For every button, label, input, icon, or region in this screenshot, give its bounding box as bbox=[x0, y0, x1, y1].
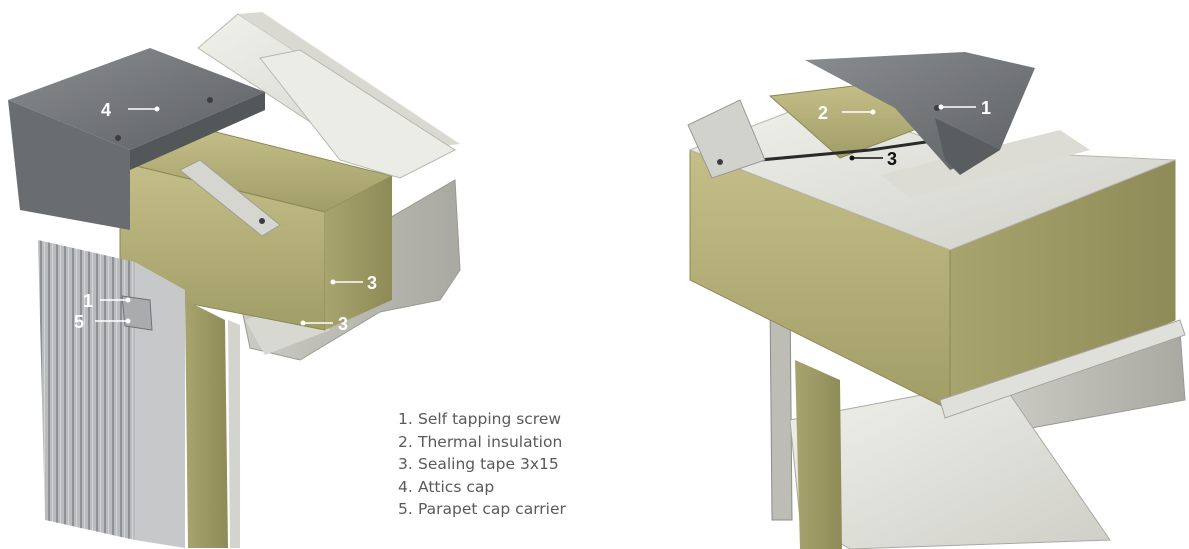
right-sealing-tape bbox=[759, 138, 941, 162]
left-panel-facing bbox=[259, 49, 457, 179]
right-attics-cap-flap bbox=[935, 118, 1000, 175]
legend-item-number: 3. bbox=[398, 455, 413, 474]
callout-left-1: 1 bbox=[83, 291, 93, 311]
legend-item-1: 1. Self tapping screw bbox=[398, 408, 566, 431]
left-wall-insulation bbox=[185, 300, 228, 548]
screw-left-1 bbox=[207, 97, 213, 103]
leader-dot-r2 bbox=[870, 109, 876, 115]
legend-item-4: 4. Attics cap bbox=[398, 476, 566, 499]
left-insulation-side bbox=[325, 176, 392, 330]
left-attics-cap-top bbox=[8, 48, 265, 150]
right-leaders bbox=[842, 104, 976, 161]
left-wall-panel-front bbox=[38, 240, 135, 540]
callout-right-3: 3 bbox=[887, 149, 897, 169]
callout-right-1: 1 bbox=[981, 98, 991, 118]
right-panel-rib bbox=[880, 130, 1090, 198]
callout-right-2: 2 bbox=[818, 103, 828, 123]
screw-right-2 bbox=[717, 159, 723, 165]
legend-item-2: 2. Thermal insulation bbox=[398, 431, 566, 454]
left-rail bbox=[179, 159, 281, 237]
callout-left-3a: 3 bbox=[367, 273, 377, 293]
leader-dot-3b bbox=[300, 320, 306, 326]
right-wall-insulation bbox=[795, 360, 842, 549]
right-parapet-flashing bbox=[687, 99, 766, 179]
right-bottom-rail bbox=[939, 319, 1186, 419]
legend-item-label: Thermal insulation bbox=[418, 432, 563, 451]
left-attics-cap-front bbox=[8, 100, 130, 230]
legend-item-3: 3. Sealing tape 3x15 bbox=[398, 453, 566, 476]
legend-item-5: 5. Parapet cap carrier bbox=[398, 498, 566, 521]
screw-left-2 bbox=[115, 135, 121, 141]
left-wall-panel-edge bbox=[135, 262, 185, 548]
left-assembly bbox=[8, 12, 461, 548]
left-attics-cap-lip bbox=[130, 92, 265, 170]
leader-dot-3a bbox=[330, 279, 336, 285]
left-leaders bbox=[95, 106, 363, 326]
leader-dot-5 bbox=[125, 318, 131, 324]
callout-left-3b: 3 bbox=[338, 314, 348, 334]
right-assembly bbox=[687, 52, 1186, 549]
callout-left-5: 5 bbox=[74, 312, 84, 332]
left-roof-panel-ridge bbox=[238, 12, 460, 146]
screw-left-3 bbox=[259, 218, 265, 224]
parts-legend: 1. Self tapping screw 2. Thermal insulatio… bbox=[398, 408, 566, 521]
legend-item-label: Sealing tape 3x15 bbox=[418, 455, 559, 474]
leader-dot-r1 bbox=[938, 104, 944, 110]
legend-item-number: 1. bbox=[398, 410, 413, 428]
left-wall-liner bbox=[228, 320, 240, 548]
legend-item-label: Attics cap bbox=[418, 477, 495, 496]
legend-item-number: 5. bbox=[398, 500, 413, 519]
callout-left-4: 4 bbox=[101, 100, 111, 120]
legend-item-label: Parapet cap carrier bbox=[418, 500, 566, 519]
leader-dot-1 bbox=[125, 297, 131, 303]
screw-right-1 bbox=[934, 105, 940, 111]
leader-dot-4 bbox=[154, 106, 160, 112]
legend-item-number: 4. bbox=[398, 477, 413, 496]
legend-item-label: Self tapping screw bbox=[418, 410, 562, 428]
legend-item-number: 2. bbox=[398, 432, 413, 451]
leader-dot-r3 bbox=[849, 155, 855, 161]
